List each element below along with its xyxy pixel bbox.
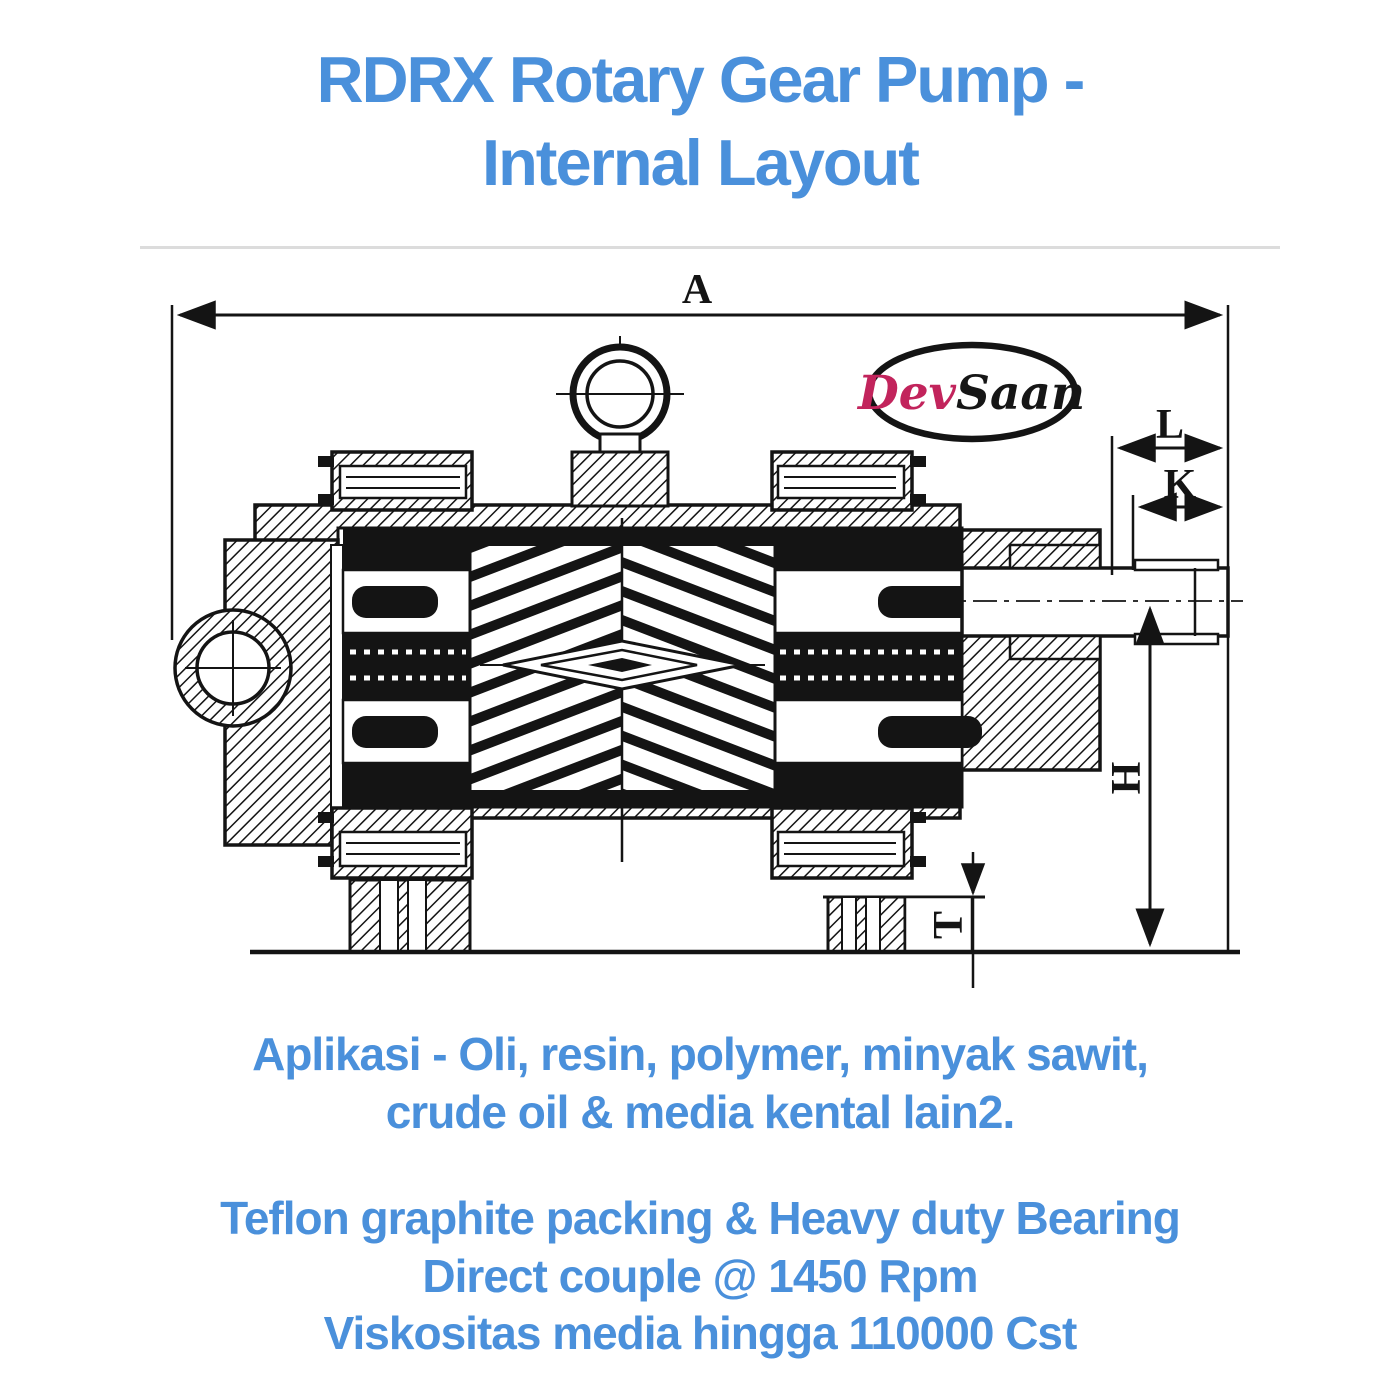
stud-lower-right [878, 716, 982, 748]
bottom-flange-right [770, 806, 926, 880]
dimension-l-label: L [1156, 402, 1184, 448]
herringbone-gear-block [468, 518, 777, 862]
drive-shaft [930, 543, 1243, 661]
application-line-1: Aplikasi - Oli, resin, polymer, minyak s… [252, 1028, 1149, 1080]
eyebolt [556, 336, 684, 508]
spec-line-3: Viskositas media hingga 110000 Cst [323, 1307, 1078, 1359]
gear-mesh-diamond-core [588, 658, 652, 672]
application-line-2: crude oil & media kental lain2. [385, 1085, 1016, 1138]
page-title: RDRX Rotary Gear Pump - Internal Layout [0, 38, 1400, 204]
dimension-k: K [1131, 462, 1224, 570]
application-text: Aplikasi - Oli, resin, polymer, minyak s… [0, 1026, 1400, 1141]
dimension-a-label: A [682, 267, 713, 313]
title-line-1: RDRX Rotary Gear Pump - [316, 43, 1086, 116]
internal-seals [341, 528, 982, 807]
logo-text-saan: Saan [956, 366, 1085, 421]
mounting-feet [250, 878, 1240, 955]
devsaan-logo: Dev Saan [856, 341, 1085, 443]
top-flange-left [318, 450, 474, 512]
spec-text: Teflon graphite packing & Heavy duty Bea… [0, 1190, 1400, 1363]
stud-lower-left [352, 716, 438, 748]
dimension-t: T [926, 852, 986, 988]
left-end-cover [173, 538, 344, 847]
stud-upper-right [878, 586, 982, 618]
dimension-k-label: K [1164, 462, 1197, 508]
dimension-l: L [1110, 402, 1224, 575]
top-flange-right [770, 450, 926, 512]
logo-text-dev: Dev [856, 366, 957, 421]
title-divider [140, 246, 1280, 249]
spec-line-1: Teflon graphite packing & Heavy duty Bea… [220, 1192, 1181, 1244]
title-line-2: Internal Layout [482, 126, 920, 200]
bottom-flange-left [318, 806, 474, 880]
stud-upper-left [352, 586, 438, 618]
spec-line-2: Direct couple @ 1450 Rpm [422, 1249, 978, 1302]
dimension-t-label: T [926, 911, 972, 939]
dimension-h: H [1104, 605, 1165, 948]
dimension-h-label: H [1104, 762, 1150, 795]
